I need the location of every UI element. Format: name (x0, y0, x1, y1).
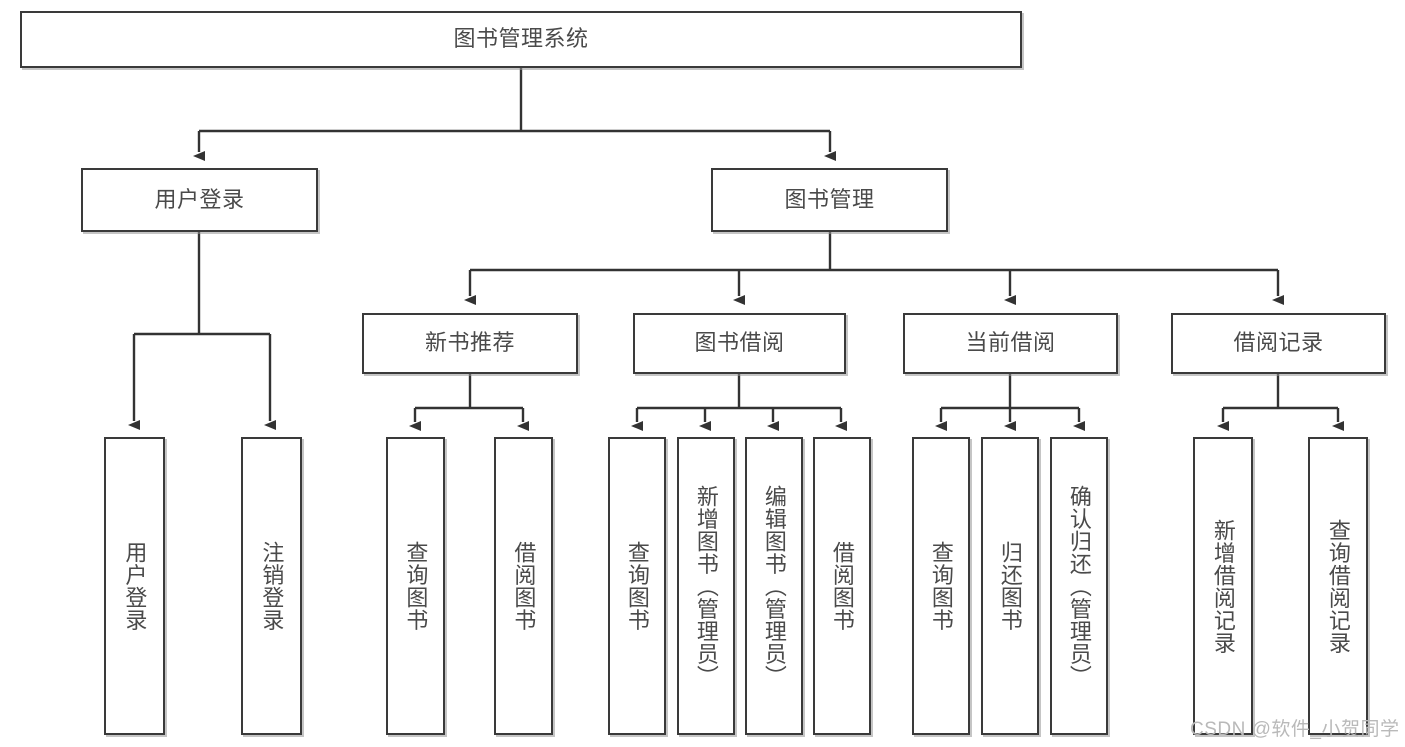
node-leaf-query-record[interactable]: 查询借阅记录 (1308, 437, 1368, 735)
node-book-manage[interactable]: 图书管理 (711, 168, 948, 232)
node-new-book-rec[interactable]: 新书推荐 (362, 313, 578, 374)
node-leaf-logout-login-label: 注销登录 (259, 541, 285, 631)
node-leaf-user-login-label: 用户登录 (122, 541, 148, 631)
node-leaf-logout-login[interactable]: 注销登录 (241, 437, 302, 735)
node-leaf-query-book-3-label: 查询图书 (928, 541, 954, 631)
node-leaf-confirm-return-label: 确认归还（管理员） (1066, 484, 1092, 688)
node-leaf-query-book-3[interactable]: 查询图书 (912, 437, 970, 735)
node-leaf-borrow-book-2[interactable]: 借阅图书 (813, 437, 871, 735)
node-leaf-query-record-label: 查询借阅记录 (1325, 518, 1351, 654)
node-user-login-label: 用户登录 (154, 186, 245, 212)
node-borrow-record[interactable]: 借阅记录 (1171, 313, 1386, 374)
node-borrow-record-label: 借阅记录 (1233, 330, 1324, 356)
node-leaf-edit-book-label: 编辑图书（管理员） (761, 484, 787, 688)
node-book-borrow[interactable]: 图书借阅 (633, 313, 846, 374)
node-leaf-add-book[interactable]: 新增图书（管理员） (677, 437, 735, 735)
node-book-manage-label: 图书管理 (784, 186, 875, 212)
node-book-borrow-label: 图书借阅 (694, 330, 785, 356)
node-leaf-query-book-2[interactable]: 查询图书 (608, 437, 666, 735)
node-leaf-add-book-label: 新增图书（管理员） (693, 484, 719, 688)
csdn-watermark: CSDN @软件_小贺同学 (1190, 719, 1400, 740)
node-leaf-return-book[interactable]: 归还图书 (981, 437, 1039, 735)
node-user-login[interactable]: 用户登录 (81, 168, 318, 232)
node-leaf-confirm-return[interactable]: 确认归还（管理员） (1050, 437, 1108, 735)
node-leaf-add-record-label: 新增借阅记录 (1210, 518, 1236, 654)
node-leaf-add-record[interactable]: 新增借阅记录 (1193, 437, 1253, 735)
node-leaf-borrow-book-1[interactable]: 借阅图书 (494, 437, 553, 735)
node-current-borrow[interactable]: 当前借阅 (903, 313, 1118, 374)
node-new-book-rec-label: 新书推荐 (424, 330, 515, 356)
node-leaf-query-book-1-label: 查询图书 (403, 541, 429, 631)
node-leaf-edit-book[interactable]: 编辑图书（管理员） (745, 437, 803, 735)
node-current-borrow-label: 当前借阅 (965, 330, 1056, 356)
node-leaf-borrow-book-1-label: 借阅图书 (511, 541, 537, 631)
node-leaf-user-login[interactable]: 用户登录 (104, 437, 165, 735)
node-root[interactable]: 图书管理系统 (20, 11, 1022, 68)
node-root-label: 图书管理系统 (453, 26, 589, 52)
node-leaf-query-book-2-label: 查询图书 (624, 541, 650, 631)
node-leaf-return-book-label: 归还图书 (997, 541, 1023, 631)
node-leaf-borrow-book-2-label: 借阅图书 (829, 541, 855, 631)
node-leaf-query-book-1[interactable]: 查询图书 (386, 437, 445, 735)
